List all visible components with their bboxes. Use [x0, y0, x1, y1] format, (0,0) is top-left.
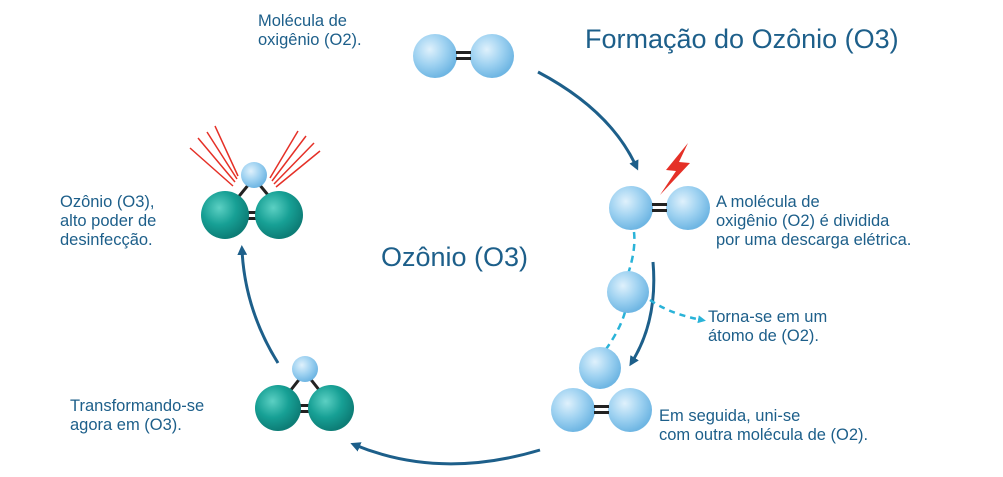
label-line: Transformando-se	[70, 397, 205, 415]
label-line: Molécula de	[258, 12, 347, 30]
label-line: átomo de (O2).	[708, 327, 819, 345]
diagram-title: Formação do Ozônio (O3)	[585, 24, 899, 54]
label-transforming: Transformando-se agora em (O3).	[70, 397, 204, 435]
label-ozone: Ozônio (O3), alto poder de desinfecção.	[60, 193, 156, 250]
label-line: A molécula de	[716, 193, 820, 211]
dashed-path-atom-fall-1	[626, 231, 636, 275]
label-line: agora em (O3).	[70, 416, 182, 434]
label-line: desinfecção.	[60, 231, 153, 249]
o2-molecule-top	[413, 34, 514, 78]
label-joins: Em seguida, uni-se com outra molécula de…	[659, 407, 868, 445]
label-split: A molécula de oxigênio (O2) é dividida p…	[716, 193, 911, 250]
label-atom: Torna-se em um átomo de (O2).	[708, 308, 827, 346]
cycle-arrow-left	[237, 245, 280, 364]
label-line: por uma descarga elétrica.	[716, 231, 912, 249]
label-line: Torna-se em um	[708, 308, 828, 326]
center-label: Ozônio (O3)	[381, 242, 529, 272]
cycle-arrow-bottom	[350, 442, 541, 466]
dashed-path-atom-fall-2	[602, 311, 627, 353]
label-line: Em seguida, uni-se	[659, 407, 801, 425]
free-oxygen-atom-1	[607, 271, 649, 313]
label-line: alto poder de	[60, 212, 157, 230]
ozone-molecule-final	[189, 125, 321, 239]
o2-molecule-splitting	[609, 186, 710, 230]
label-o2-molecule: Molécula de oxigênio (O2).	[258, 12, 362, 50]
ozone-molecule-forming	[255, 356, 354, 431]
lightning-icon	[660, 143, 690, 195]
label-line: Ozônio (O3),	[60, 193, 155, 211]
disinfection-rays-icon	[189, 125, 321, 188]
cycle-arrow-top-right	[537, 70, 639, 171]
o2-molecule-bottom	[551, 388, 652, 432]
label-line: com outra molécula de (O2).	[659, 426, 869, 444]
label-line: oxigênio (O2).	[258, 31, 362, 49]
label-line: oxigênio (O2) é dividida	[716, 212, 890, 230]
cycle-arrow-right-descend	[629, 261, 656, 367]
free-oxygen-atom-2	[579, 347, 621, 389]
dashed-arrow-to-atom-label	[649, 298, 706, 324]
